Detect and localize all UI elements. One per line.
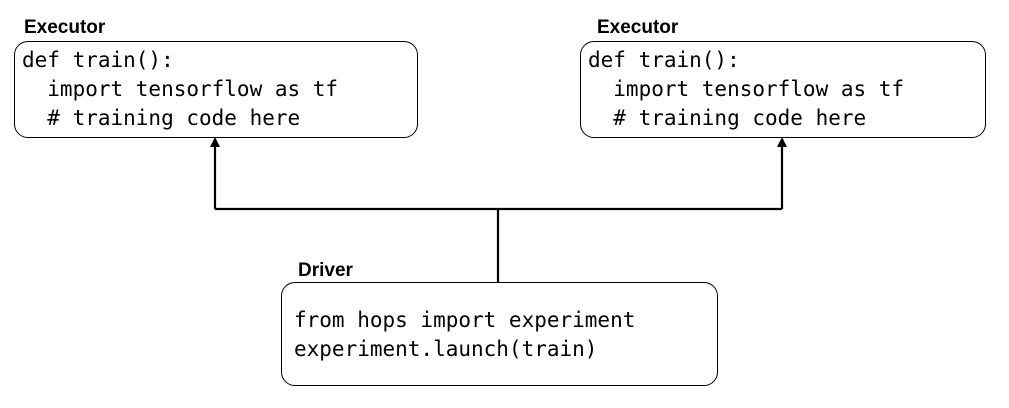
executor-right-label: Executor bbox=[597, 17, 679, 38]
executor-left-code-line: def train(): bbox=[22, 48, 174, 72]
executor-left-label: Executor bbox=[24, 17, 106, 38]
executor-right-code-line: def train(): bbox=[588, 48, 740, 72]
executor-right-code-line: import tensorflow as tf bbox=[588, 77, 905, 101]
executor-left-code-line: # training code here bbox=[22, 106, 301, 130]
left-arrowhead bbox=[210, 137, 220, 147]
executor-right-code-line: # training code here bbox=[588, 106, 867, 130]
driver-code-line: experiment.launch(train) bbox=[294, 337, 598, 361]
executor-left-box bbox=[14, 41, 418, 138]
driver-code-line: from hops import experiment bbox=[294, 308, 636, 332]
driver-box bbox=[281, 282, 718, 386]
executor-right-box bbox=[580, 41, 986, 138]
driver-label: Driver bbox=[298, 260, 353, 281]
executor-left-code-line: import tensorflow as tf bbox=[22, 77, 339, 101]
right-arrowhead bbox=[777, 137, 787, 147]
